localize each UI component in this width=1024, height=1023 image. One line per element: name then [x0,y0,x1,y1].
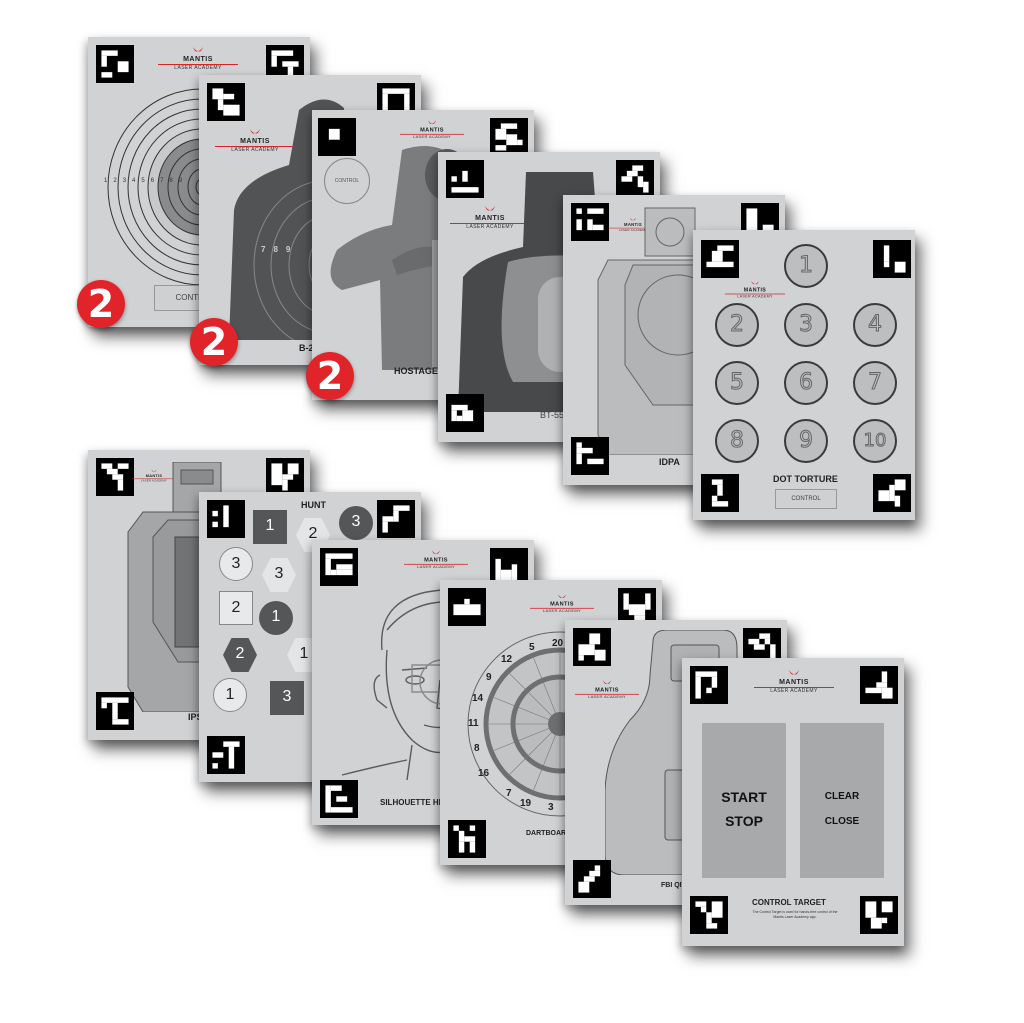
target-title: DARTBOARD [526,830,572,837]
mantis-logo-icon [432,550,440,554]
target-title: B-27 [299,343,319,353]
mantis-logo-icon [751,280,759,285]
hunt-hexagon-3[interactable]: 3 [262,558,296,592]
aruco-marker-icon [207,500,245,538]
aruco-marker-icon [571,437,609,475]
target-title: IDPA [659,457,680,467]
dot-8[interactable]: 8 [715,419,759,463]
mantis-logo: MANTIS LASER ACADEMY [575,679,639,701]
dot-7[interactable]: 7 [853,361,897,405]
aruco-marker-icon [448,820,486,858]
mantis-logo-icon [485,206,495,211]
aruco-marker-icon [320,548,358,586]
aruco-marker-icon [446,394,484,432]
dot-1[interactable]: 1 [784,244,828,288]
aruco-marker-icon [207,736,245,774]
mantis-logo-icon [250,129,260,134]
aruco-marker-icon [873,474,911,512]
count-badge: 2 [306,352,354,400]
target-title: HUNT [301,500,326,510]
start-label: START [721,789,767,805]
target-card-control: MANTIS LASER ACADEMY START STOP CLEAR CL… [682,658,904,946]
aruco-marker-icon [446,160,484,198]
aruco-marker-icon [860,666,898,704]
mantis-logo-icon [789,670,799,675]
aruco-marker-icon [96,692,134,730]
aruco-marker-icon [571,203,609,241]
dot-2[interactable]: 2 [715,303,759,347]
aruco-marker-icon [490,548,528,586]
target-card-dot-torture: MANTIS LASER ACADEMY 1 2 3 4 5 6 7 8 9 1… [693,230,915,520]
aruco-marker-icon [573,628,611,666]
aruco-marker-icon [320,780,358,818]
dot-5[interactable]: 5 [715,361,759,405]
aruco-marker-icon [616,160,654,198]
mantis-logo: MANTIS LASER ACADEMY [400,119,464,141]
target-title: DOT TORTURE [773,474,838,484]
target-title: FBI QIT [661,882,686,889]
start-stop-panel[interactable]: START STOP [702,723,786,878]
aruco-marker-icon [96,458,134,496]
hunt-square-2[interactable]: 2 [219,591,253,625]
mantis-logo-icon [558,594,566,598]
aruco-marker-icon [266,458,304,496]
aruco-marker-icon [448,588,486,626]
target-title: IPSC [188,712,209,722]
ring-numbers: 123456789 [104,178,189,184]
mantis-logo: MANTIS LASER ACADEMY [132,468,176,483]
aruco-marker-icon [690,896,728,934]
aruco-marker-icon [690,666,728,704]
target-title: BT-55 [540,410,565,420]
clear-close-panel[interactable]: CLEAR CLOSE [800,723,884,878]
dot-4[interactable]: 4 [853,303,897,347]
mantis-logo-icon [630,217,636,221]
mantis-logo-icon [151,469,157,472]
control-circle[interactable]: CONTROL [324,158,370,204]
target-title: HOSTAGE [394,366,438,376]
aruco-marker-icon [573,860,611,898]
aruco-marker-icon [318,118,356,156]
hunt-circle-3[interactable]: 3 [339,506,373,540]
mantis-logo-icon [428,120,436,124]
mantis-logo-icon [193,47,203,52]
control-box[interactable]: CONTROL [775,489,837,509]
aruco-marker-icon [701,474,739,512]
ring-numbers: 789 [261,245,299,254]
hunt-square-1[interactable]: 1 [253,510,287,544]
target-title: CONTROL TARGET [752,898,826,907]
aruco-marker-icon [96,45,134,83]
hunt-circle-1[interactable]: 1 [213,678,247,712]
mantis-logo: MANTIS LASER ACADEMY [725,279,785,299]
aruco-marker-icon [873,240,911,278]
close-label: CLOSE [824,816,860,827]
stop-label: STOP [725,813,763,829]
mantis-logo-icon [603,680,611,684]
dot-6[interactable]: 6 [784,361,828,405]
hunt-circle-3[interactable]: 3 [219,547,253,581]
aruco-marker-icon [207,83,245,121]
target-title: SILHOUETTE HEAD [380,798,456,807]
control-description: The Control Target is used for hands-fre… [752,910,838,919]
hunt-square-3[interactable]: 3 [270,681,304,715]
dot-10[interactable]: 10 [853,419,897,463]
aruco-marker-icon [860,896,898,934]
aruco-marker-icon [701,240,739,278]
mantis-logo: MANTIS LASER ACADEMY [754,668,834,695]
hunt-circle-1[interactable]: 1 [259,601,293,635]
dot-9[interactable]: 9 [784,419,828,463]
aruco-marker-icon [618,588,656,626]
mantis-logo: MANTIS LASER ACADEMY [404,549,468,571]
count-badge: 2 [77,280,125,328]
aruco-marker-icon [377,500,415,538]
hunt-hexagon-2[interactable]: 2 [223,638,257,672]
count-badge: 2 [190,318,238,366]
mantis-logo: MANTIS LASER ACADEMY [530,593,594,615]
mantis-logo: MANTIS LASER ACADEMY [158,45,238,72]
aruco-marker-icon [490,118,528,156]
mantis-logo: MANTIS LASER ACADEMY [215,127,295,154]
clear-label: CLEAR [824,791,860,802]
mantis-logo: MANTIS LASER ACADEMY [609,216,657,232]
mantis-logo: MANTIS LASER ACADEMY [450,204,530,231]
dot-3[interactable]: 3 [784,303,828,347]
